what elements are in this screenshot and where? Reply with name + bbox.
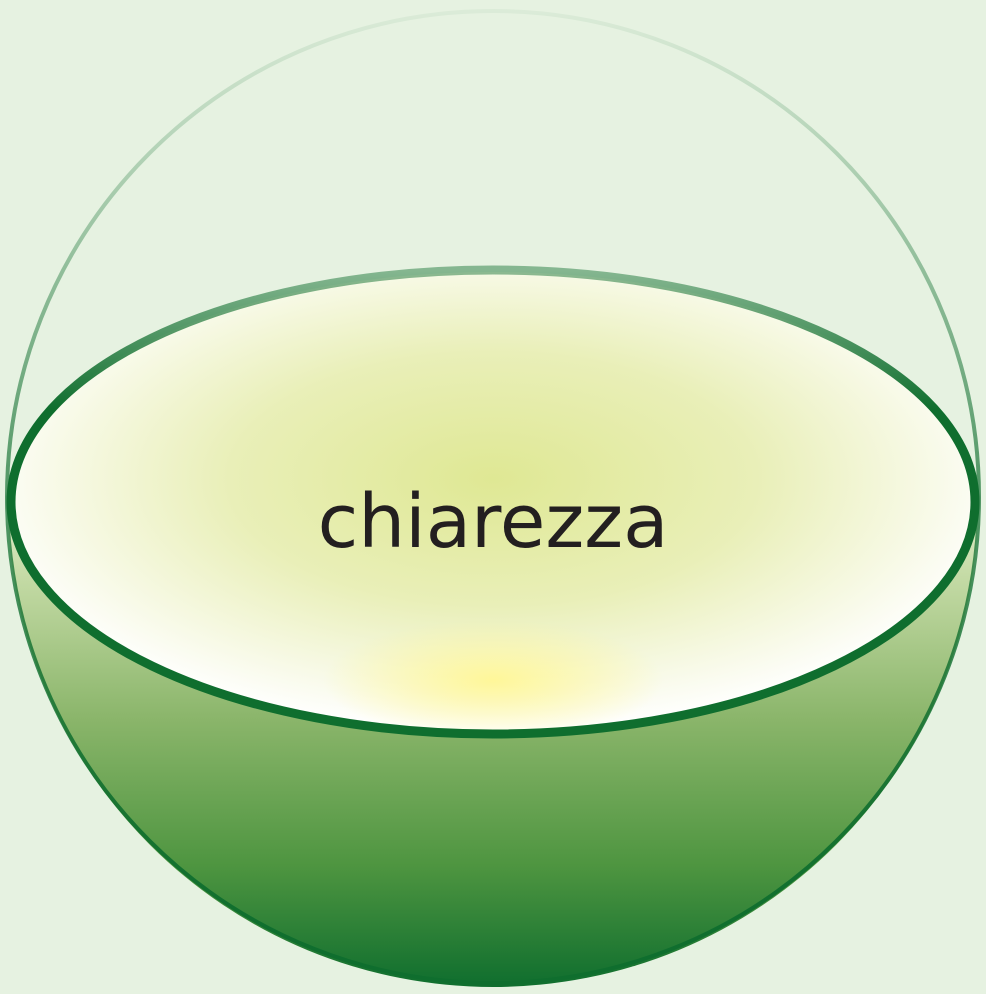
surface-highlight (323, 620, 663, 740)
diagram-label: chiarezza (318, 479, 669, 565)
